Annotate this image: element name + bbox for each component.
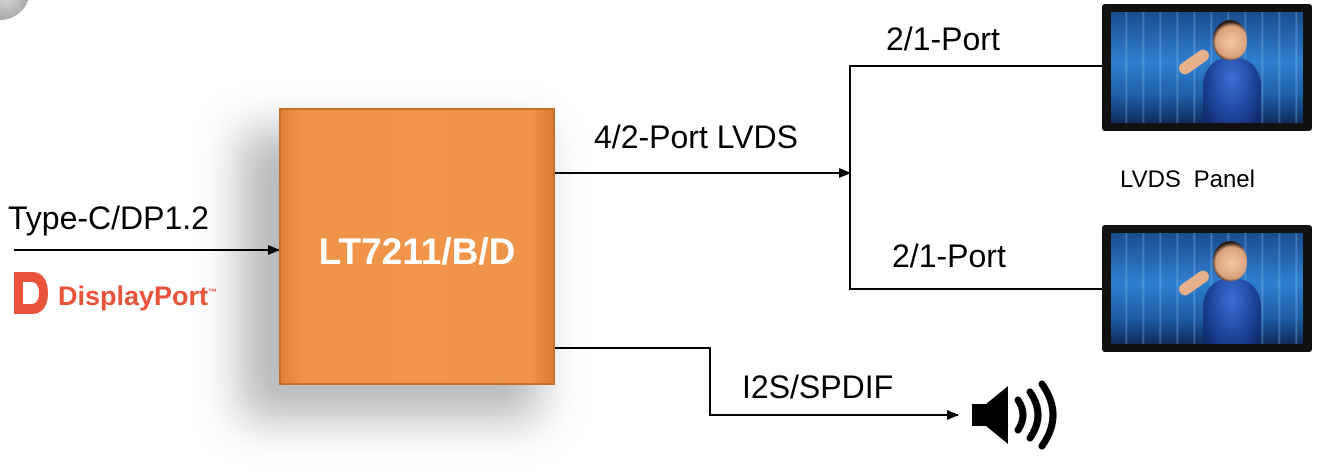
chip-block: LT7211/B/D — [279, 108, 555, 385]
displayport-logo: DisplayPort™ — [12, 270, 217, 316]
audio-label: I2S/SPDIF — [742, 369, 894, 405]
panel-caption: LVDS Panel — [1120, 166, 1255, 193]
displayport-logo-text: DisplayPort™ — [58, 280, 218, 311]
port-top-label: 2/1-Port — [886, 21, 1000, 57]
chip-label: LT7211/B/D — [318, 230, 516, 272]
port-bottom-label: 2/1-Port — [892, 238, 1006, 274]
lvds-panel-monitor-icon — [1102, 225, 1312, 352]
lvds-panel-monitor-icon — [1102, 4, 1312, 131]
displayport-logo-icon — [14, 272, 48, 314]
input-label: Type-C/DP1.2 — [8, 200, 209, 236]
lvds-bus-label: 4/2-Port LVDS — [594, 119, 798, 155]
audio-path — [555, 347, 959, 420]
speaker-icon — [972, 380, 1057, 450]
